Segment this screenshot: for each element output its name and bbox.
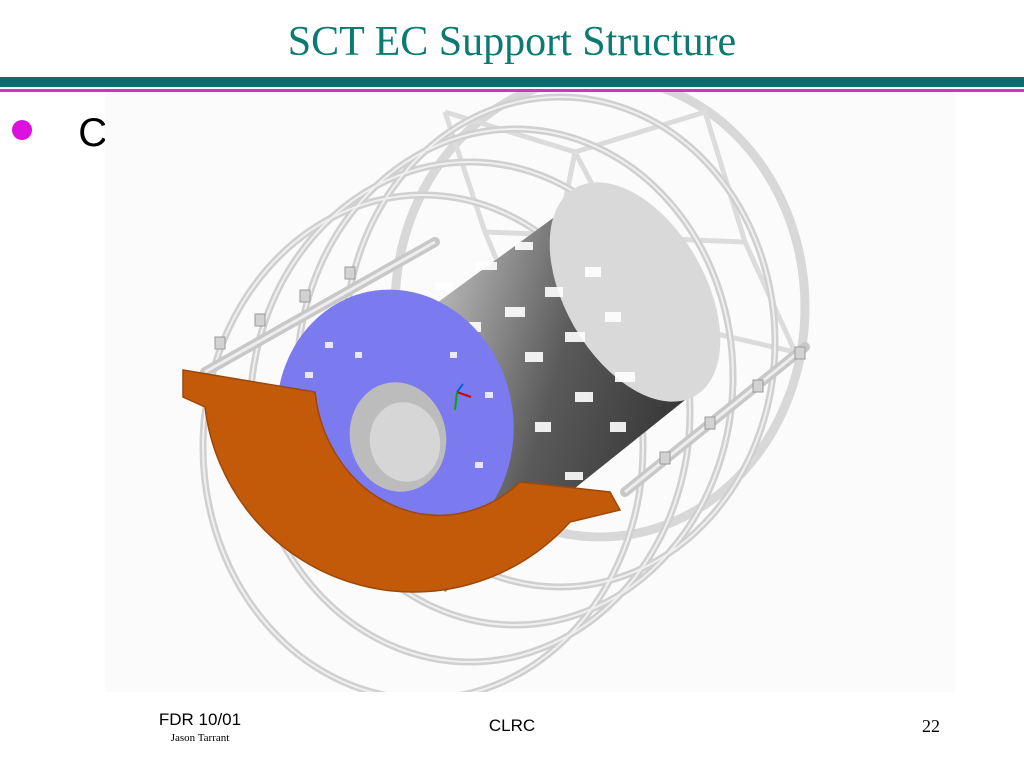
support-rings-inner — [202, 96, 776, 692]
footer-left: FDR 10/01 Jason Tarrant — [120, 710, 280, 744]
page-number: 22 — [922, 716, 940, 736]
ec-support-structure-illustration — [105, 92, 955, 692]
cylinder-cutouts — [435, 242, 635, 480]
bullet-dot-icon — [12, 120, 32, 140]
footer-meeting-code: FDR 10/01 — [158, 710, 242, 729]
footer-organisation: CLRC — [488, 716, 536, 735]
slide-title: SCT EC Support Structure — [287, 19, 737, 65]
axis-marker — [454, 383, 472, 411]
orange-cradle — [182, 369, 622, 593]
title-rule-magenta — [0, 89, 1024, 92]
frame-brackets — [214, 266, 806, 465]
title-rule-teal — [0, 77, 1024, 87]
footer-author: Jason Tarrant — [170, 732, 230, 744]
